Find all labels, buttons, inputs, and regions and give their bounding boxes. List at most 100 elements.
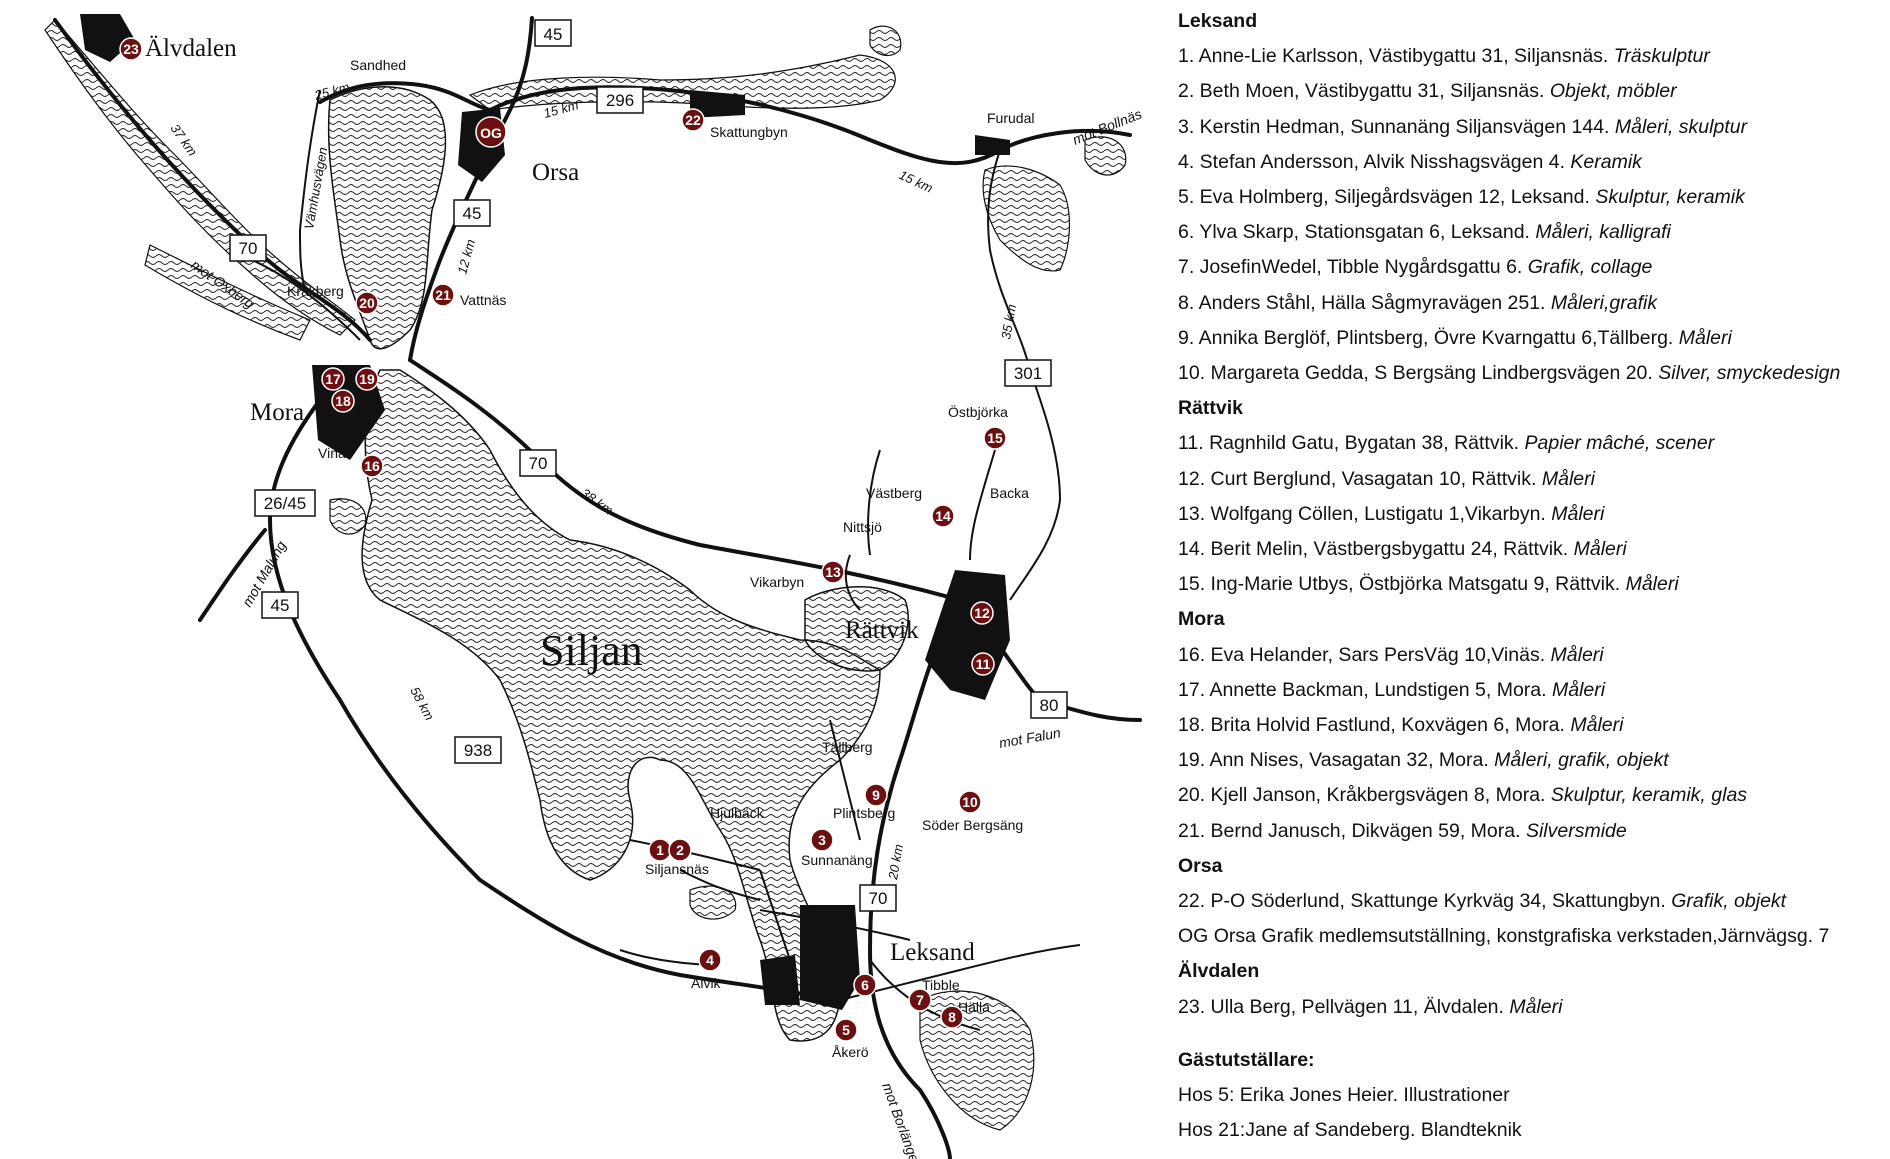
legend-entry-text: 14. Berit Melin, Västbergsbygattu 24, Rä… bbox=[1178, 538, 1574, 561]
legend-entry-category: Objekt, möbler bbox=[1549, 80, 1677, 103]
place-label: Plintsberg bbox=[833, 805, 895, 821]
place-label: Tibble bbox=[922, 977, 960, 993]
legend-entry-text: 4. Stefan Andersson, Alvik Nisshagsvägen… bbox=[1178, 150, 1571, 173]
legend-entry-text: 23. Ulla Berg, Pellvägen 11, Älvdalen. bbox=[1178, 995, 1510, 1018]
main-roads bbox=[53, 16, 1142, 1159]
road-number: 70 bbox=[869, 889, 888, 908]
legend-entry-category: Måleri bbox=[1573, 538, 1627, 561]
marker-3 bbox=[810, 828, 834, 852]
road-number: 296 bbox=[606, 91, 634, 110]
legend-entry: 5. Eva Holmberg, Siljegårdsvägen 12, Lek… bbox=[1178, 180, 1878, 215]
road-number: 70 bbox=[529, 454, 548, 473]
legend-entry-text: 8. Anders Ståhl, Hälla Sågmyravägen 251. bbox=[1178, 291, 1551, 314]
place-label: Hjulbäck bbox=[710, 805, 765, 821]
legend-entry-text: 3. Kerstin Hedman, Sunnanäng Siljansväge… bbox=[1178, 115, 1615, 138]
svg-text:20: 20 bbox=[359, 295, 375, 311]
place-label: Sandhed bbox=[350, 57, 406, 73]
legend-entry-category: Grafik, objekt bbox=[1671, 890, 1787, 913]
legend-entry-category: Måleri bbox=[1550, 643, 1604, 666]
legend-entry-category: Måleri bbox=[1541, 467, 1595, 490]
marker-19 bbox=[355, 367, 379, 391]
marker-12 bbox=[970, 601, 994, 625]
legend-entry-category: Keramik bbox=[1570, 150, 1642, 173]
svg-text:OG: OG bbox=[480, 125, 502, 141]
legend-entry: 18. Brita Holvid Fastlund, Koxvägen 6, M… bbox=[1178, 708, 1878, 743]
legend-entry-text: 10. Margareta Gedda, S Bergsäng Lindberg… bbox=[1178, 362, 1659, 385]
svg-text:22: 22 bbox=[685, 112, 701, 128]
place-label: Vikarbyn bbox=[750, 574, 804, 590]
legend-entry-text: 6. Ylva Skarp, Stationsgatan 6, Leksand. bbox=[1178, 221, 1536, 244]
legend-entry-category: Silversmide bbox=[1525, 819, 1627, 842]
legend-entry-category: Måleri, grafik, objekt bbox=[1494, 749, 1669, 772]
road-number: 26/45 bbox=[264, 494, 307, 513]
direction-label: mot Falun bbox=[998, 724, 1062, 751]
legend-entry-category: Skulptur, keramik bbox=[1595, 186, 1745, 209]
place-label: Söder Bergsäng bbox=[922, 817, 1023, 833]
svg-text:18: 18 bbox=[335, 393, 351, 409]
place-label: Vinäs bbox=[318, 445, 353, 461]
legend-entry-category: Måleri,grafik bbox=[1550, 291, 1658, 314]
road-number: 45 bbox=[544, 25, 563, 44]
road-shields: 45 296 45 70 301 70 26/45 45 80 938 70 bbox=[229, 19, 1068, 912]
legend-entry: 20. Kjell Janson, Kråkbergsvägen 8, Mora… bbox=[1178, 778, 1878, 813]
road-number: 70 bbox=[239, 239, 258, 258]
legend-entry-category: Måleri bbox=[1509, 995, 1563, 1018]
legend-entry-text: 9. Annika Berglöf, Plintsberg, Övre Kvar… bbox=[1178, 326, 1679, 349]
legend-entry-text: 22. P-O Söderlund, Skattunge Kyrkväg 34,… bbox=[1178, 890, 1672, 913]
svg-text:9: 9 bbox=[872, 787, 880, 803]
distance-label: 12 km bbox=[454, 238, 478, 276]
place-label: Sunnanäng bbox=[801, 852, 873, 868]
legend-section-heading: Mora bbox=[1178, 608, 1225, 631]
legend-entry: 15. Ing-Marie Utbys, Östbjörka Matsgatu … bbox=[1178, 567, 1878, 602]
road-number: 45 bbox=[271, 596, 290, 615]
place-label: Vattnäs bbox=[460, 292, 506, 308]
legend-entry: 9. Annika Berglöf, Plintsberg, Övre Kvar… bbox=[1178, 321, 1878, 356]
town-label: Mora bbox=[250, 399, 304, 426]
road-number: 80 bbox=[1040, 696, 1059, 715]
legend-entry-category: Träskulptur bbox=[1613, 45, 1710, 68]
distance-label: 58 km bbox=[407, 684, 437, 722]
marker-23 bbox=[119, 37, 143, 61]
legend-entry-text: 5. Eva Holmberg, Siljegårdsvägen 12, Lek… bbox=[1178, 186, 1596, 209]
lakes-northeast bbox=[468, 25, 1127, 272]
legend-entry: 4. Stefan Andersson, Alvik Nisshagsvägen… bbox=[1178, 145, 1878, 180]
svg-text:12: 12 bbox=[974, 605, 990, 621]
legend-entry: 7. JosefinWedel, Tibble Nygårdsgattu 6. … bbox=[1178, 250, 1878, 285]
legend-entry: 17. Annette Backman, Lundstigen 5, Mora.… bbox=[1178, 673, 1878, 708]
river-osterdalalven bbox=[44, 19, 356, 341]
town-label: Rättvik bbox=[845, 617, 919, 644]
legend-entry: 14. Berit Melin, Västbergsbygattu 24, Rä… bbox=[1178, 532, 1878, 567]
legend-entry: 22. P-O Söderlund, Skattunge Kyrkväg 34,… bbox=[1178, 884, 1878, 919]
legend-entry-text: 18. Brita Holvid Fastlund, Koxvägen 6, M… bbox=[1178, 714, 1571, 737]
svg-text:3: 3 bbox=[818, 832, 826, 848]
legend-entry-text: 21. Bernd Janusch, Dikvägen 59, Mora. bbox=[1178, 819, 1526, 842]
town-label: Orsa bbox=[532, 159, 579, 186]
marker-11 bbox=[971, 652, 995, 676]
svg-text:8: 8 bbox=[948, 1009, 956, 1025]
svg-text:23: 23 bbox=[123, 41, 139, 57]
place-label: Furudal bbox=[987, 110, 1034, 126]
legend-entry: 11. Ragnhild Gatu, Bygatan 38, Rättvik. … bbox=[1178, 426, 1878, 461]
legend-entry: 23. Ulla Berg, Pellvägen 11, Älvdalen. M… bbox=[1178, 990, 1878, 1025]
legend-entry-text: 17. Annette Backman, Lundstigen 5, Mora. bbox=[1178, 678, 1552, 701]
legend-entry-text: 11. Ragnhild Gatu, Bygatan 38, Rättvik. bbox=[1178, 432, 1525, 455]
place-label: Västberg bbox=[866, 485, 922, 501]
distance-label: 35 km bbox=[998, 303, 1019, 341]
marker-8 bbox=[940, 1005, 964, 1029]
legend-entry: 10. Margareta Gedda, S Bergsäng Lindberg… bbox=[1178, 356, 1878, 391]
marker-10 bbox=[958, 790, 982, 814]
svg-text:15: 15 bbox=[987, 430, 1003, 446]
legend-spacer bbox=[1178, 1025, 1878, 1043]
legend-entry-category: Måleri bbox=[1625, 573, 1679, 596]
distance-label: 38 km bbox=[578, 485, 616, 518]
marker-6 bbox=[853, 973, 877, 997]
legend-entry-text: 7. JosefinWedel, Tibble Nygårdsgattu 6. bbox=[1178, 256, 1528, 279]
legend-entry: 8. Anders Ståhl, Hälla Sågmyravägen 251.… bbox=[1178, 286, 1878, 321]
svg-text:4: 4 bbox=[706, 952, 714, 968]
legend-entry-text: 12. Curt Berglund, Vasagatan 10, Rättvik… bbox=[1178, 467, 1542, 490]
legend-entry-category: Måleri bbox=[1570, 714, 1624, 737]
distance-label: 15 km bbox=[897, 167, 936, 196]
legend-entry-category: Måleri, kalligrafi bbox=[1535, 221, 1671, 244]
town-label: Leksand bbox=[890, 939, 975, 966]
legend-entry-category: Måleri bbox=[1552, 678, 1606, 701]
